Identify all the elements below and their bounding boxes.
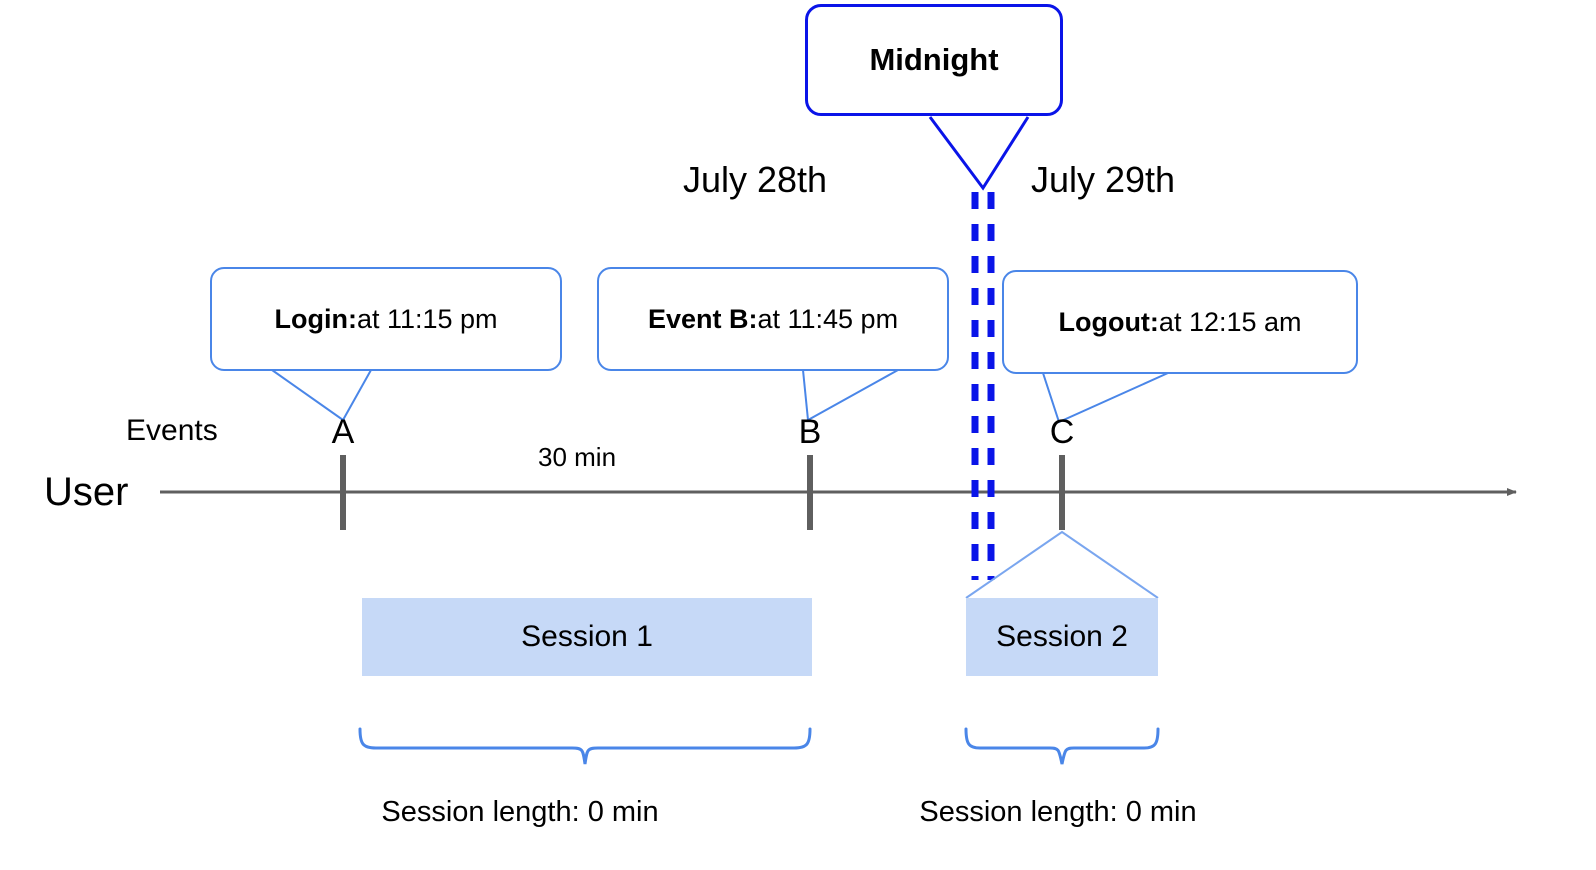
event-callout-logout-detail: at 12:15 am — [1158, 306, 1302, 337]
event-callout-login: Login: at 11:15 pm — [210, 267, 562, 371]
event-callout-event-b-title: Event B: — [647, 303, 758, 334]
session-2-brace — [964, 727, 1160, 765]
event-callout-logout-title: Logout: — [1058, 306, 1159, 337]
event-letter-b: B — [798, 413, 822, 451]
event-letter-a: A — [331, 413, 355, 451]
login-callout-tail — [271, 369, 372, 422]
session-1-brace — [358, 727, 812, 765]
session-2-label: Session 2 — [996, 620, 1128, 653]
day-label-july-28: July 28th — [682, 159, 828, 200]
event-callout-event-b: Event B: at 11:45 pm — [597, 267, 949, 371]
event-letter-c: C — [1049, 413, 1075, 451]
event-callout-login-title: Login: — [274, 303, 357, 334]
event-callout-logout: Logout: at 12:15 am — [1002, 270, 1358, 374]
session-1-length-label: Session length: 0 min — [381, 796, 659, 828]
day-label-july-29: July 29th — [1030, 159, 1176, 200]
session-2-length-label: Session length: 0 min — [919, 796, 1197, 828]
gap-duration-label: 30 min — [538, 442, 617, 472]
timeline-row-label-user: User — [44, 470, 129, 514]
session-2-box: Session 2 — [966, 598, 1158, 676]
midnight-callout-tail — [928, 116, 1030, 191]
event-callout-event-b-detail: at 11:45 pm — [757, 303, 899, 334]
timeline-row-label-events: Events — [126, 414, 218, 447]
session-1-box: Session 1 — [362, 598, 812, 676]
midnight-callout: Midnight — [805, 4, 1063, 116]
event-callout-login-detail: at 11:15 pm — [356, 303, 498, 334]
session-1-label: Session 1 — [521, 620, 653, 653]
session-2-apex-connector — [965, 530, 1159, 599]
midnight-callout-label: Midnight — [869, 42, 999, 77]
